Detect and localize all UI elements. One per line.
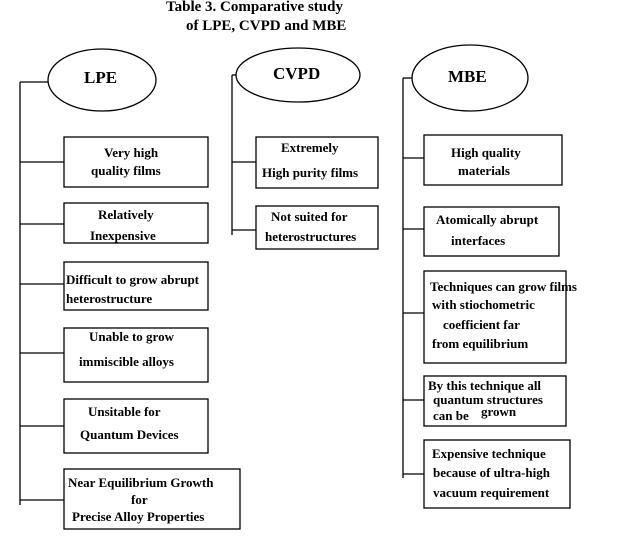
cvpd-box-1 — [255, 136, 379, 189]
mbe-heading: MBE — [448, 67, 487, 86]
mbe-box-4-line-2: quantum structures — [433, 392, 543, 407]
mbe-box-2-line-1: Atomically abrupt — [436, 212, 539, 227]
mbe-box-1-line-1: High quality — [451, 145, 521, 160]
mbe-box-5-line-2: because of ultra-high — [433, 465, 550, 480]
mbe-box-5 — [423, 439, 571, 509]
mbe-box-3-line-3: coefficient far — [443, 317, 520, 332]
mbe-box-2 — [423, 206, 560, 257]
cvpd-heading: CVPD — [273, 64, 321, 83]
lpe-box-2-line-1: Relatively — [98, 207, 154, 222]
title-line-1: Table 3. Comparative study — [166, 0, 343, 15]
cvpd-box-1-line-1: Extremely — [281, 140, 339, 155]
lpe-box-2 — [63, 202, 209, 244]
mbe-box-4-line-1: By this technique all — [428, 378, 542, 393]
mbe-box-5-line-1: Expensive technique — [432, 446, 546, 461]
lpe-box-2-line-2: Inexpensive — [90, 228, 156, 243]
mbe-box-3-line-1: Techniques can grow films — [430, 279, 577, 294]
mbe-box-4-line-4: grown — [481, 404, 517, 419]
lpe-box-4 — [63, 327, 209, 383]
lpe-box-6-line-1: Near Equilibrium Growth — [68, 475, 214, 490]
lpe-box-1 — [63, 136, 209, 188]
lpe-box-4-line-2: immiscible alloys — [79, 354, 174, 369]
mbe-box-2-line-2: interfaces — [451, 233, 506, 248]
lpe-box-6 — [63, 468, 241, 530]
lpe-box-5-line-1: Unsitable for — [88, 404, 161, 419]
lpe-box-3-line-2: heterostructure — [66, 291, 153, 306]
lpe-heading: LPE — [84, 68, 118, 87]
lpe-box-6-line-3: Precise Alloy Properties — [72, 509, 205, 524]
lpe-box-3 — [63, 261, 209, 311]
mbe-box-3-line-2: with stiochometric — [432, 297, 535, 312]
lpe-box-6-line-2: for — [131, 492, 148, 507]
lpe-box-5 — [63, 398, 209, 454]
lpe-box-1-line-2: quality films — [91, 163, 161, 178]
lpe-ellipse — [47, 48, 157, 112]
mbe-box-1 — [423, 134, 563, 186]
cvpd-box-1-line-2: High purity films — [262, 165, 359, 180]
cvpd-box-2-line-1: Not suited for — [271, 209, 348, 224]
mbe-box-1-line-2: materials — [458, 163, 510, 178]
mbe-box-5-line-3: vacuum requirement — [433, 485, 550, 500]
title-line-2: of LPE, CVPD and MBE — [186, 18, 347, 34]
lpe-box-3-line-1: Difficult to grow abrupt — [66, 272, 200, 287]
mbe-box-4-line-3: can be — [433, 408, 469, 423]
mbe-box-3-line-4: from equilibrium — [432, 336, 529, 351]
lpe-box-4-line-1: Unable to grow — [89, 329, 174, 344]
cvpd-box-2 — [255, 205, 379, 250]
lpe-box-1-line-1: Very high — [104, 145, 159, 160]
mbe-box-4 — [423, 375, 567, 427]
cvpd-box-2-line-2: heterostructures — [265, 229, 357, 244]
lpe-box-5-line-2: Quantum Devices — [80, 427, 179, 442]
mbe-box-3 — [423, 270, 567, 364]
